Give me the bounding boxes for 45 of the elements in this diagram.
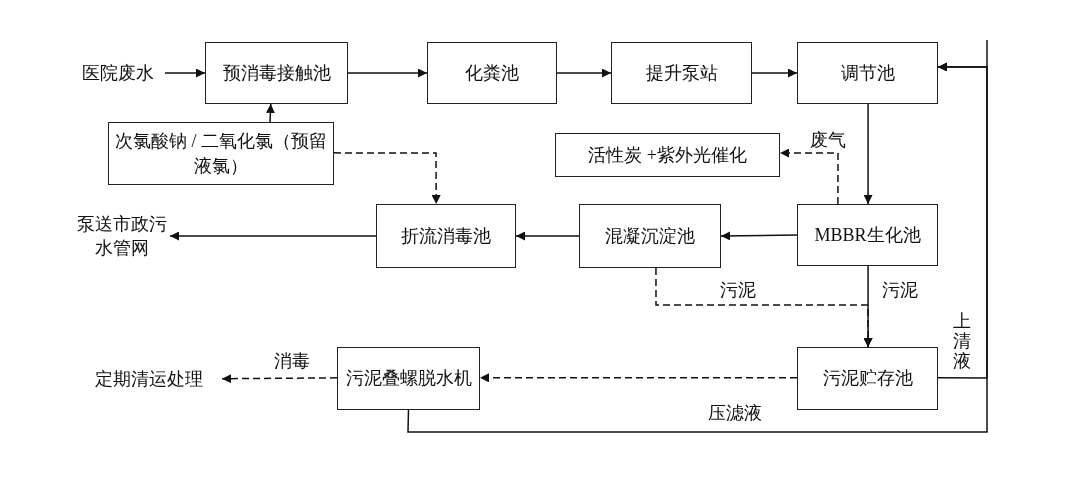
- dashed-arrow: [779, 148, 839, 205]
- arrow: [407, 62, 988, 433]
- process-box: [797, 347, 938, 410]
- flow-endpoint-text: 泵送市政污水管网: [76, 212, 168, 260]
- dashed-arrow: [333, 152, 441, 205]
- process-box: [611, 42, 752, 104]
- process-box: [579, 204, 721, 268]
- arrow: [751, 68, 798, 78]
- arrow: [863, 265, 873, 348]
- process-box: [797, 42, 938, 104]
- process-box: [427, 42, 557, 104]
- box-label: MBBR生化池: [814, 223, 921, 247]
- arrow: [720, 231, 798, 241]
- box-label: 污泥叠螺脱水机: [345, 367, 472, 391]
- dashed-arrow: [479, 373, 798, 383]
- box-label: 活性炭 +紫外光催化: [588, 143, 747, 167]
- box-label: 污泥贮存池: [822, 367, 913, 391]
- edge-label: 压滤液: [706, 403, 764, 425]
- flow-endpoint-text: 医院废水: [81, 61, 154, 85]
- box-label: 化粪池: [465, 61, 519, 85]
- arrow: [863, 103, 873, 205]
- flow-endpoint-text: 定期清运处理: [95, 367, 203, 391]
- process-box: [555, 133, 780, 177]
- process-box: [108, 122, 334, 185]
- process-box: [205, 42, 348, 104]
- box-label: 次氯酸钠 / 二氧化氯（预留液氯）: [114, 130, 328, 178]
- arrow: [169, 231, 377, 241]
- edge-label: 消毒: [272, 351, 312, 373]
- arrow: [347, 68, 428, 78]
- arrow: [556, 68, 612, 78]
- arrow: [515, 231, 580, 241]
- box-label: 预消毒接触池: [222, 61, 331, 85]
- arrow: [164, 68, 206, 78]
- process-box: [376, 204, 516, 268]
- edge-label: 废气: [808, 130, 848, 152]
- process-box: [797, 204, 938, 266]
- process-box: [337, 347, 480, 410]
- box-label: 调节池: [840, 61, 895, 85]
- dashed-arrow: [221, 374, 338, 384]
- box-label: 混凝沉淀池: [605, 224, 695, 248]
- edge-label: 污泥: [718, 280, 758, 302]
- arrow: [265, 103, 275, 123]
- box-label: 折流消毒池: [401, 224, 491, 248]
- box-label: 提升泵站: [645, 61, 718, 85]
- edge-label: 污泥: [880, 280, 920, 302]
